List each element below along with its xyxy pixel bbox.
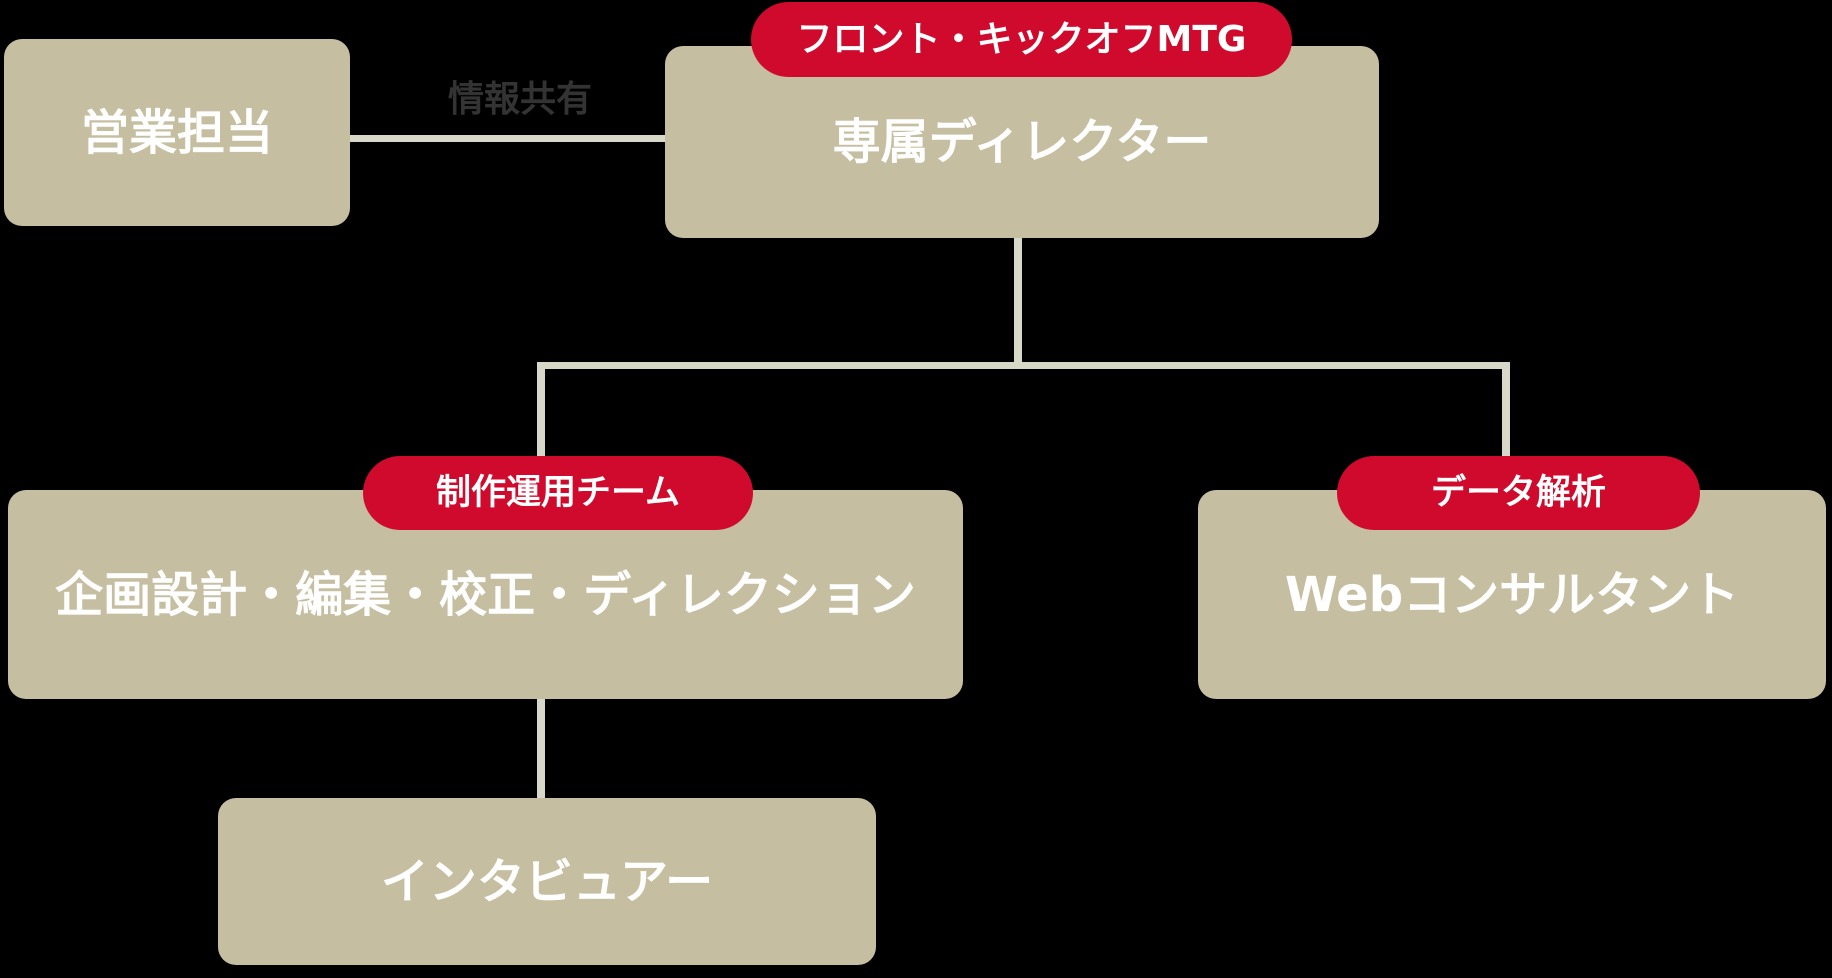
connector-sales-director [350,135,665,142]
node-production-label: 企画設計・編集・校正・ディレクション [55,566,916,623]
node-director: 専属ディレクター [665,46,1379,238]
connector-horizontal-rail [537,362,1510,369]
connector-director-down [1014,238,1022,369]
node-director-label: 専属ディレクター [832,114,1212,170]
node-sales: 営業担当 [4,39,350,226]
relation-label-information-sharing: 情報共有 [447,79,592,120]
badge-front-kickoff-mtg: フロント・キックオフMTG [751,2,1292,77]
connector-production-interviewer [537,699,545,798]
connector-drop-production [537,362,545,458]
badge-data-analysis: データ解析 [1337,456,1700,530]
badge-production-team-label: 制作運用チーム [436,472,680,513]
connector-drop-consultant [1502,362,1510,458]
node-production: 企画設計・編集・校正・ディレクション [8,490,963,699]
badge-data-analysis-label: データ解析 [1430,472,1606,513]
badge-production-team: 制作運用チーム [363,456,753,530]
badge-front-kickoff-mtg-label: フロント・キックオフMTG [796,18,1247,60]
node-sales-label: 営業担当 [80,104,273,161]
node-interviewer: インタビュアー [218,798,876,965]
node-consultant-label: Webコンサルタント [1284,566,1740,623]
node-interviewer-label: インタビュアー [380,853,714,910]
